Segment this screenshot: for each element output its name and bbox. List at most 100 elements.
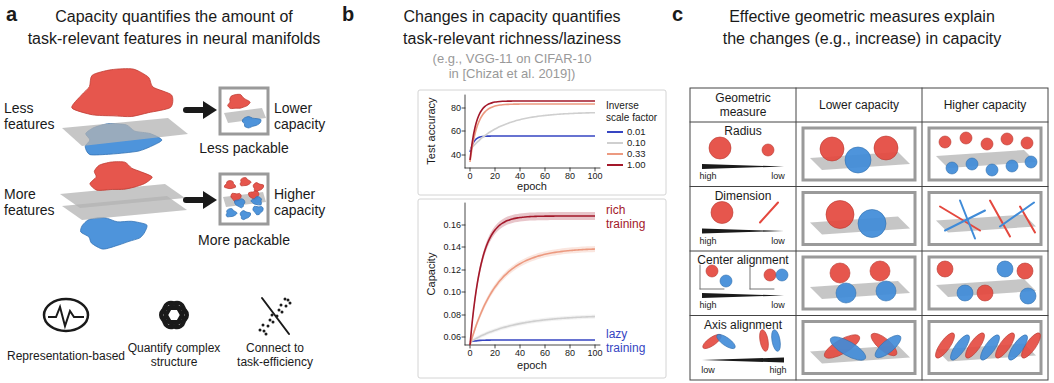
- curve-label: rich training: [606, 204, 662, 232]
- legend-line-stroke: [607, 164, 623, 166]
- legend-entry: 0.01: [606, 126, 646, 137]
- manifold-sphere: [764, 269, 776, 281]
- capacity-label: Higher capacity: [274, 186, 338, 218]
- manifold-ellipse: [758, 329, 770, 352]
- manifold-sphere: [986, 164, 998, 176]
- word: Quantify: [128, 341, 173, 355]
- manifold-sphere: [870, 261, 890, 281]
- manifold-sphere: [830, 263, 850, 283]
- word: in: [472, 8, 484, 25]
- axis-line: [750, 265, 751, 289]
- manifold-line: [960, 201, 975, 239]
- table-border: [690, 88, 1048, 380]
- axis-line: [465, 168, 600, 169]
- word: on: [516, 51, 530, 66]
- manifold-line: [760, 203, 778, 223]
- word: the: [723, 30, 745, 47]
- manifold-blob: [224, 181, 235, 189]
- legend-entry: 0.33: [606, 148, 646, 159]
- curve-label: lazy training: [606, 328, 662, 356]
- legend-line: [606, 138, 624, 148]
- table-rule: [690, 315, 1048, 316]
- manifold-ellipse: [977, 332, 1002, 362]
- legend-line: [606, 127, 624, 137]
- tick-mark: [462, 247, 465, 248]
- axis-tick: 0.16: [443, 220, 461, 230]
- axis-line: [700, 265, 701, 289]
- manifold-line: [1000, 203, 1034, 227]
- scale-end: high: [699, 300, 716, 310]
- axis-tick: 60: [540, 348, 550, 358]
- manifold-sphere: [957, 285, 973, 301]
- manifold-blob: [253, 206, 263, 214]
- legend-entry: 1.00: [606, 159, 646, 170]
- word: Effective: [729, 8, 790, 25]
- capacity-label: Lower capacity: [274, 100, 338, 132]
- panel-a-icons: [44, 298, 292, 336]
- word: capacity: [274, 202, 325, 218]
- manifold-sphere: [977, 285, 993, 301]
- axis-tick: 0.12: [443, 265, 461, 275]
- legend-text: 1.00: [627, 159, 646, 170]
- data-curve: [470, 136, 595, 152]
- axis-tick: 40: [515, 171, 525, 181]
- word: lazy: [606, 327, 627, 341]
- manifold-sphere: [820, 137, 844, 161]
- axis-tick: 0: [467, 348, 472, 358]
- packing-box: [220, 88, 268, 134]
- tick-mark: [520, 168, 521, 171]
- word: to: [294, 341, 304, 355]
- table-header: Geometric measure: [695, 92, 791, 120]
- scatter-dot: [263, 330, 266, 333]
- panel-a-illustration: [60, 69, 268, 249]
- manifold-sphere: [1017, 263, 1033, 279]
- word: Connect: [246, 341, 291, 355]
- axis-title: epoch: [517, 359, 547, 372]
- panel-letter: b: [342, 3, 354, 26]
- packing-box: [220, 174, 268, 224]
- scatter-dot: [272, 321, 275, 324]
- axis-tick: 80: [451, 103, 461, 113]
- word: task-relevant: [28, 30, 120, 47]
- manifold-ellipse: [1005, 332, 1030, 362]
- manifold-sphere: [776, 269, 788, 281]
- panel-letter: a: [6, 3, 17, 26]
- manifold-sphere: [720, 275, 732, 287]
- word: al.: [521, 66, 535, 81]
- packing-box: [929, 322, 1041, 374]
- manifold-sphere: [874, 136, 898, 160]
- word: training: [606, 341, 645, 355]
- manifold-sphere: [1001, 133, 1013, 145]
- packing-box: [929, 193, 1041, 245]
- manifold-blob: [228, 94, 250, 108]
- word: complex: [176, 341, 221, 355]
- word: the: [195, 8, 217, 25]
- tick-mark: [495, 345, 496, 348]
- scale-end: low: [771, 300, 785, 310]
- manifold-blob: [90, 162, 152, 191]
- word: [Chizat: [462, 66, 502, 81]
- word: 2019]): [538, 66, 575, 81]
- manifold-label: Less features: [4, 100, 60, 132]
- scale-end: high: [699, 171, 716, 181]
- manifold-sphere: [1006, 160, 1018, 172]
- error-band: [470, 315, 595, 344]
- data-curve: [470, 101, 595, 160]
- tick-mark: [545, 345, 546, 348]
- slash-line: [262, 298, 289, 334]
- data-curve: [470, 113, 595, 150]
- word: neural: [203, 30, 247, 47]
- legend-line: [606, 149, 624, 159]
- measure-name: Center alignment: [697, 254, 788, 268]
- scatter-dot: [281, 311, 284, 314]
- axis-tick: 100: [587, 171, 602, 181]
- pulse-line: [48, 307, 84, 326]
- manifold-blob: [253, 183, 263, 192]
- legend-title: Inverse scale factor: [606, 100, 662, 123]
- word: Higher: [274, 186, 315, 202]
- word: Inverse: [606, 100, 639, 111]
- word: changes: [749, 30, 810, 47]
- word: Less: [4, 100, 34, 116]
- word: manifolds: [252, 30, 320, 47]
